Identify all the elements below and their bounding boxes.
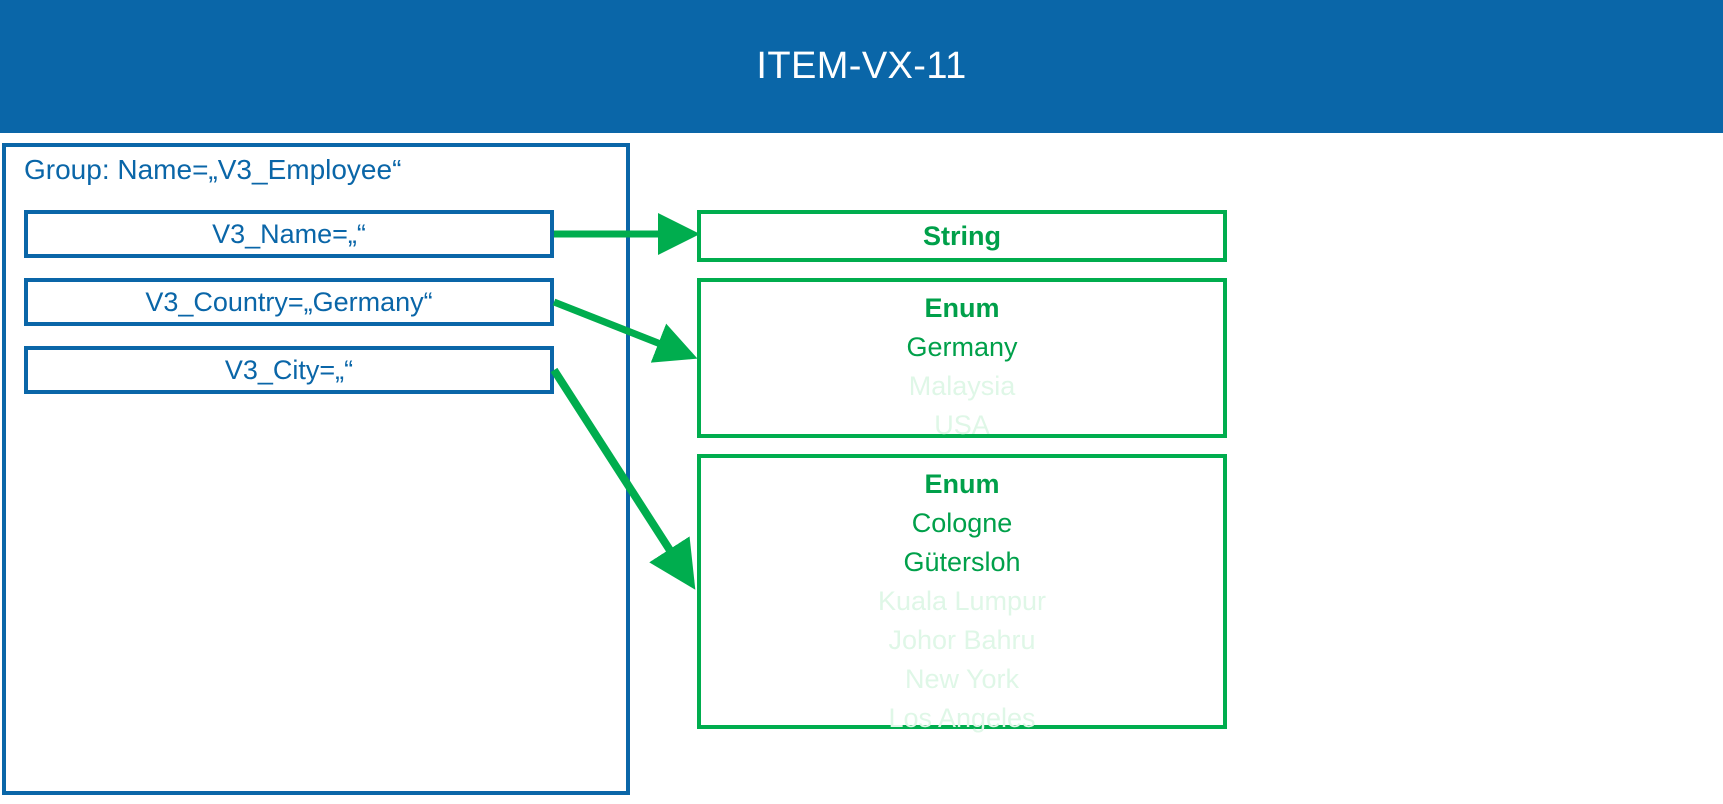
enum-value[interactable]: USA bbox=[934, 410, 990, 440]
header-bar bbox=[0, 0, 1723, 133]
attribute-box-city[interactable]: V3_City=„“ bbox=[24, 346, 554, 394]
type-box-title: Enum bbox=[924, 469, 1000, 499]
enum-value[interactable]: Johor Bahru bbox=[888, 625, 1036, 655]
enum-value[interactable]: Germany bbox=[906, 332, 1018, 362]
type-box-title: Enum bbox=[924, 293, 1000, 323]
enum-value[interactable]: Gütersloh bbox=[903, 547, 1021, 577]
type-box-enum-country[interactable]: Enum Germany Malaysia USA bbox=[697, 278, 1227, 440]
attribute-box-name[interactable]: V3_Name=„“ bbox=[24, 210, 554, 258]
enum-value[interactable]: New York bbox=[904, 664, 1020, 694]
type-box-enum-city[interactable]: Enum Cologne Gütersloh Kuala Lumpur Joho… bbox=[697, 454, 1227, 733]
enum-value[interactable]: Los Angeles bbox=[888, 703, 1036, 733]
type-box-string[interactable]: String bbox=[697, 210, 1227, 262]
enum-value[interactable]: Cologne bbox=[911, 508, 1013, 538]
page-title: ITEM-VX-11 bbox=[756, 45, 967, 87]
group-label: Group: Name=„V3_Employee“ bbox=[24, 154, 402, 185]
enum-value[interactable]: Kuala Lumpur bbox=[877, 586, 1047, 616]
enum-value[interactable]: Malaysia bbox=[908, 371, 1016, 401]
attribute-box-country[interactable]: V3_Country=„Germany“ bbox=[24, 278, 554, 326]
type-box-title: String bbox=[923, 221, 1001, 251]
